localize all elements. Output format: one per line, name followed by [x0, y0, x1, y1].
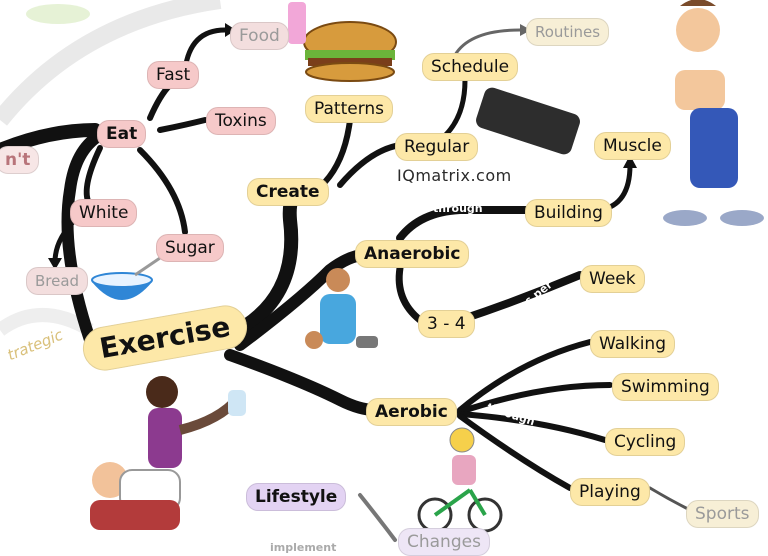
branch-anaerobic: [234, 249, 371, 351]
node-schedule[interactable]: Schedule: [422, 53, 519, 81]
branch-cycling: [457, 411, 608, 443]
branch-routines: [453, 28, 522, 57]
background-arc: [0, 308, 94, 337]
node-building[interactable]: Building: [525, 199, 612, 227]
arrow-muscle: [623, 155, 637, 168]
node-create[interactable]: Create: [247, 178, 329, 206]
branch-toxins: [157, 117, 208, 133]
node-fast[interactable]: Fast: [147, 61, 200, 89]
branch-regular: [337, 142, 403, 188]
branch-swimming: [457, 382, 613, 415]
arrow-bread: [48, 258, 62, 270]
background-arc: [0, 0, 222, 126]
node-swimming[interactable]: Swimming: [612, 373, 719, 401]
branch-eat: [61, 129, 106, 346]
branch-aerobic: [224, 349, 381, 416]
bowl-illustration: [91, 256, 161, 300]
weightlifter-illustration: [305, 268, 378, 349]
branch-patterns: [322, 117, 353, 185]
node-sports[interactable]: Sports: [686, 500, 759, 528]
node-bread[interactable]: Bread: [26, 267, 89, 295]
branch-sugar: [137, 147, 188, 235]
stretching-people-illustration: [90, 376, 246, 530]
corner-figure: [26, 4, 90, 24]
node-routines[interactable]: Routines: [526, 18, 610, 46]
node-cycling[interactable]: Cycling: [605, 428, 686, 456]
node-playing[interactable]: Playing: [570, 478, 650, 506]
node-week[interactable]: Week: [580, 265, 645, 293]
node-sugar[interactable]: Sugar: [156, 234, 224, 262]
muscle-man-illustration: [663, 0, 764, 226]
node-white[interactable]: White: [70, 199, 138, 227]
watermark-text: IQmatrix.com: [393, 166, 516, 185]
branch-white: [83, 145, 103, 208]
branch-fast: [147, 82, 173, 121]
node-aerobic[interactable]: Aerobic: [366, 398, 457, 426]
branch-sports: [648, 486, 692, 512]
drink-illustration: [288, 2, 306, 44]
node-patterns[interactable]: Patterns: [305, 95, 394, 123]
node-walking[interactable]: Walking: [590, 330, 675, 358]
node-anaerobic[interactable]: Anaerobic: [355, 240, 470, 268]
node-eat[interactable]: Eat: [97, 120, 147, 148]
dont-fragment: n't: [0, 146, 40, 174]
link-label-implement: implement: [270, 541, 337, 554]
node-toxins[interactable]: Toxins: [206, 107, 276, 135]
node-regular[interactable]: Regular: [395, 133, 479, 161]
wallet-illustration: [476, 87, 580, 155]
branch-playing: [457, 413, 573, 491]
node-muscle[interactable]: Muscle: [594, 132, 671, 160]
link-label-through-building: through: [433, 202, 483, 215]
node-three-four[interactable]: 3 - 4: [418, 310, 475, 338]
burger-illustration: [303, 21, 397, 82]
branch-schedule: [437, 77, 468, 143]
branch-frequency: [395, 264, 424, 324]
node-lifestyle[interactable]: Lifestyle: [246, 483, 347, 511]
branch-changes: [358, 493, 397, 542]
cyclist-illustration: [417, 427, 503, 533]
node-changes[interactable]: Changes: [398, 528, 490, 556]
branch-building: [396, 206, 534, 242]
arrow-routines: [520, 24, 531, 36]
branch-walking: [457, 339, 593, 413]
node-food[interactable]: Food: [230, 22, 289, 50]
